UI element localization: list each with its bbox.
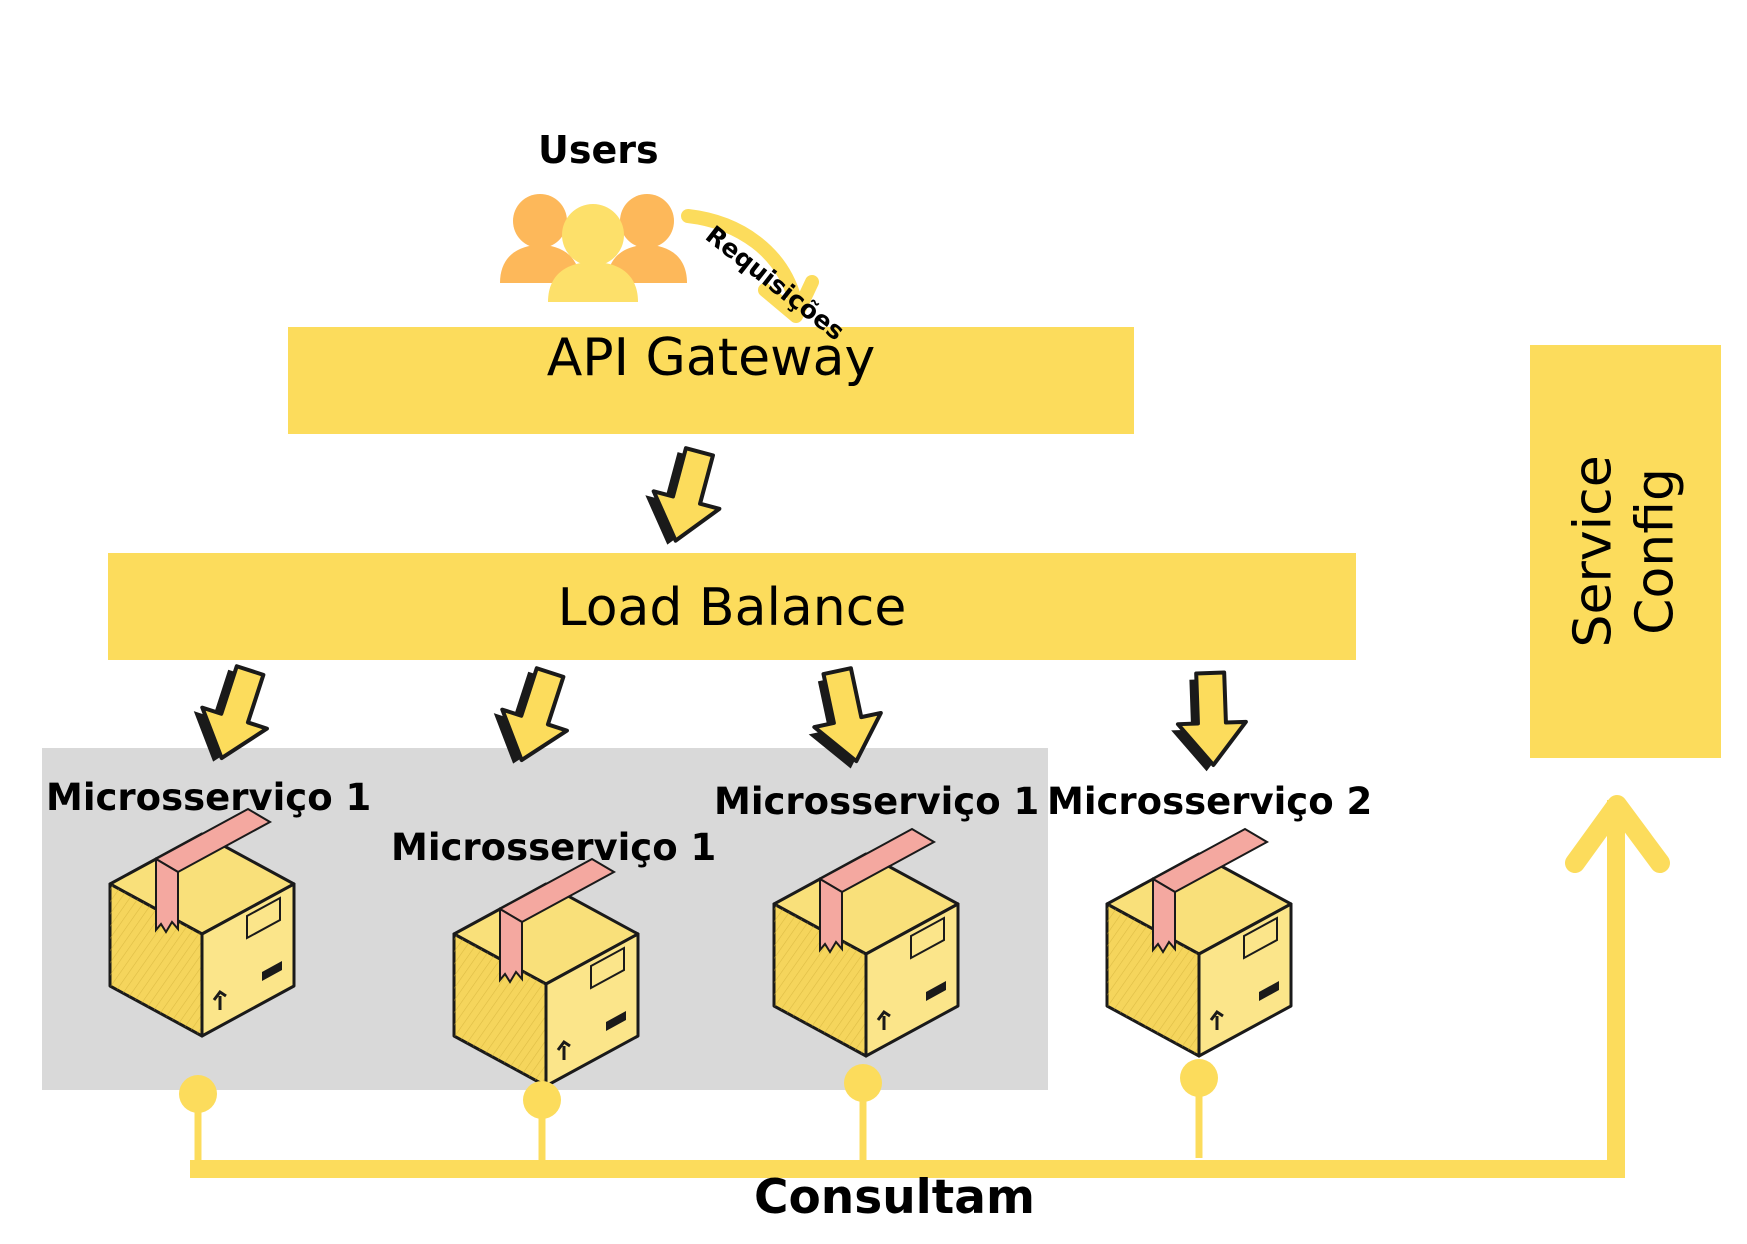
curved-arrow-icon — [681, 209, 819, 323]
load-balance-bar — [108, 553, 1356, 660]
api-gateway-label: API Gateway — [546, 328, 876, 388]
service-config-box: Service Config — [1530, 345, 1721, 758]
microservice-label: Microsserviço 2 — [1047, 780, 1373, 823]
down-arrow-icon — [632, 439, 735, 558]
package-box-icon — [1105, 827, 1293, 1058]
service-config-bar — [1530, 345, 1721, 758]
microservice-label: Microsserviço 1 — [714, 780, 1040, 823]
service-config-line2: Config — [1626, 468, 1687, 635]
service-config-line1: Service — [1564, 455, 1625, 648]
microservice-label: Microsserviço 1 — [46, 776, 372, 819]
down-arrow-icon — [1169, 672, 1247, 773]
microservice-label: Microsserviço 1 — [391, 826, 717, 869]
service-config-label: Service Config — [1563, 455, 1688, 647]
users-icon — [500, 194, 687, 302]
consultam-label: Consultam — [754, 1170, 1035, 1225]
consult-bus — [179, 800, 1625, 1178]
load-balance-label: Load Balance — [557, 578, 907, 638]
api-gateway-bar — [288, 327, 1134, 434]
up-arrow-icon — [1565, 795, 1670, 873]
users-label: Users — [538, 128, 659, 172]
